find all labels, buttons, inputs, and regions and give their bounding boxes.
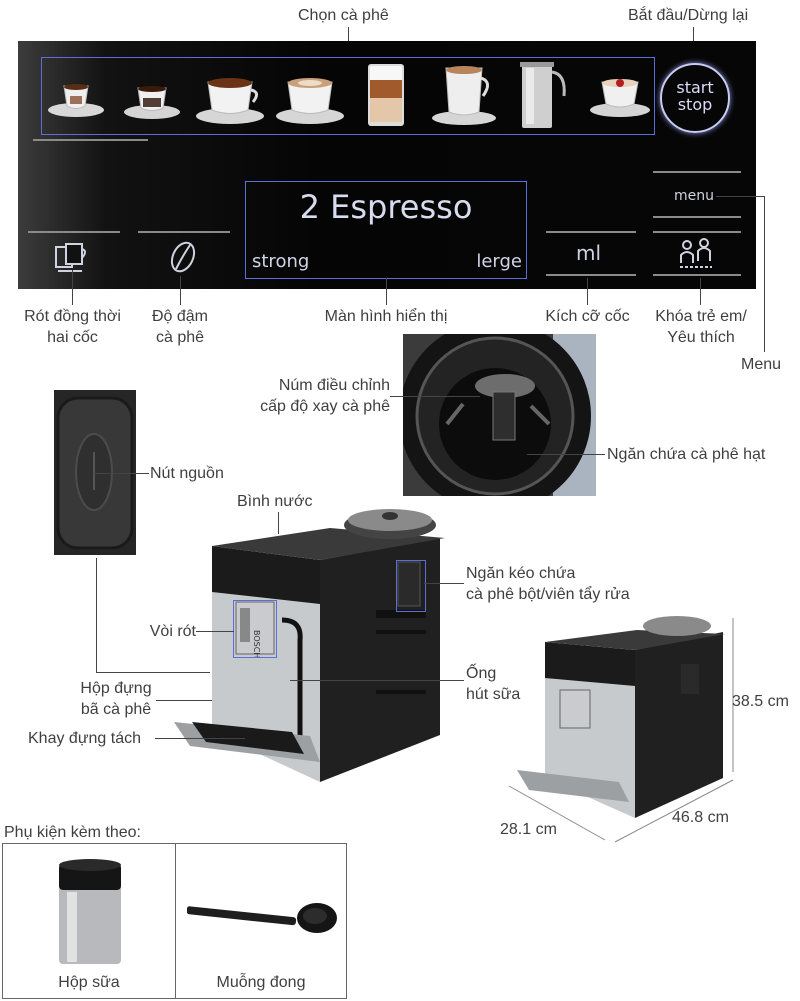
measuring-spoon-label: Muỗng đong — [216, 974, 306, 991]
bean-container-label: Ngăn chứa cà phê hạt — [607, 446, 766, 463]
leader-line — [716, 196, 764, 197]
leader-line — [390, 396, 480, 397]
accessories-box: Hộp sữa Muỗng đong — [2, 843, 347, 999]
panel-line — [28, 231, 120, 233]
leader-line — [290, 680, 464, 681]
grounds-container-label: Hộp đựng bã cà phê — [80, 680, 152, 718]
dimension-illustration — [508, 616, 734, 843]
child-lock-button[interactable] — [678, 237, 714, 269]
select-coffee-label: Chọn cà phê — [298, 7, 389, 24]
panel-line — [33, 139, 148, 141]
stop-text: stop — [677, 95, 713, 114]
ml-button[interactable]: ml — [576, 241, 602, 265]
panel-line — [653, 231, 741, 233]
espresso-macchiato-cup-icon — [590, 79, 650, 117]
drip-tray-label: Khay đựng tách — [28, 730, 142, 747]
accessories-divider — [175, 844, 176, 998]
two-cups-icon — [55, 243, 86, 272]
measuring-spoon-icon — [186, 892, 339, 942]
coffee-cup-icon — [196, 78, 264, 124]
panel-line — [138, 231, 230, 233]
brand-logo: BOSCH — [252, 630, 261, 658]
spout-highlight — [233, 600, 277, 658]
panel-line — [546, 274, 636, 276]
panel-line — [546, 231, 636, 233]
leader-line — [424, 583, 464, 584]
cappuccino-cup-icon — [276, 78, 344, 124]
power-button-label: Nút nguồn — [150, 465, 224, 482]
leader-line — [96, 558, 97, 672]
milk-jug-icon — [520, 62, 566, 128]
menu-label: Menu — [741, 356, 782, 373]
leader-line — [527, 454, 605, 455]
bean-container-photo — [403, 334, 596, 496]
leader-line — [764, 196, 765, 352]
display-screen: 2 Espresso strong lerge — [245, 181, 527, 279]
child-lock-label: Khóa trẻ em/ Yêu thích — [655, 308, 747, 346]
espresso-cup-icon — [124, 86, 180, 119]
grinder-knob-label: Núm điều chỉnh cấp độ xay cà phê — [260, 377, 390, 415]
strength-label: Độ đậm cà phê — [151, 308, 209, 346]
coffee-machine-illustration: BOSCH — [174, 509, 445, 782]
panel-line — [653, 216, 741, 218]
ristretto-cup-icon — [48, 84, 104, 117]
start-text: start — [676, 78, 714, 97]
start-stop-button[interactable]: start stop — [660, 63, 730, 133]
menu-button[interactable]: menu — [674, 188, 714, 204]
child-lock-icon — [680, 238, 712, 268]
strength-button[interactable] — [168, 239, 198, 275]
height-dimension: 38.5 cm — [732, 693, 789, 710]
start-stop-label: Bắt đầu/Dừng lại — [628, 7, 749, 24]
leader-line — [72, 270, 73, 305]
drink-selection-area[interactable] — [41, 57, 655, 135]
milk-tube-label: Ống hút sữa — [466, 665, 521, 703]
dual-pour-label: Rót đồng thời hai cốc — [24, 308, 121, 346]
dual-pour-button[interactable] — [54, 241, 90, 273]
milk-coffee-cup-icon — [432, 66, 496, 125]
powder-drawer-label: Ngăn kéo chứa cà phê bột/viên tẩy rửa — [466, 565, 630, 603]
milk-container-label: Hộp sữa — [58, 974, 120, 991]
drawer-highlight — [396, 560, 426, 612]
panel-line — [653, 171, 741, 173]
water-tank-label: Bình nước — [237, 493, 313, 510]
milk-container-icon — [57, 856, 123, 966]
leader-line — [156, 700, 212, 701]
leader-line — [180, 276, 181, 305]
depth-dimension: 46.8 cm — [672, 809, 729, 826]
display-strength-text: strong — [252, 251, 310, 272]
cup-size-label: Kích cỡ cốc — [545, 308, 630, 325]
display-size-text: lerge — [476, 251, 522, 272]
latte-glass-icon — [368, 64, 404, 126]
accessories-title: Phụ kiện kèm theo: — [4, 824, 141, 841]
leader-line — [155, 738, 245, 739]
coffee-bean-icon — [170, 241, 196, 273]
leader-line — [278, 512, 279, 534]
leader-line — [700, 278, 701, 305]
width-dimension: 28.1 cm — [500, 821, 557, 838]
drink-icons — [48, 62, 650, 128]
spout-label: Vòi rót — [149, 623, 196, 640]
display-label: Màn hình hiển thị — [324, 308, 448, 325]
leader-line — [587, 278, 588, 305]
panel-line — [653, 274, 741, 276]
control-panel: start stop 2 Espresso strong lerge ml me… — [18, 41, 756, 289]
leader-line — [94, 473, 149, 474]
leader-line — [196, 631, 234, 632]
leader-line — [386, 278, 387, 305]
display-main-text: 2 Espresso — [299, 188, 473, 226]
leader-line — [96, 672, 210, 673]
